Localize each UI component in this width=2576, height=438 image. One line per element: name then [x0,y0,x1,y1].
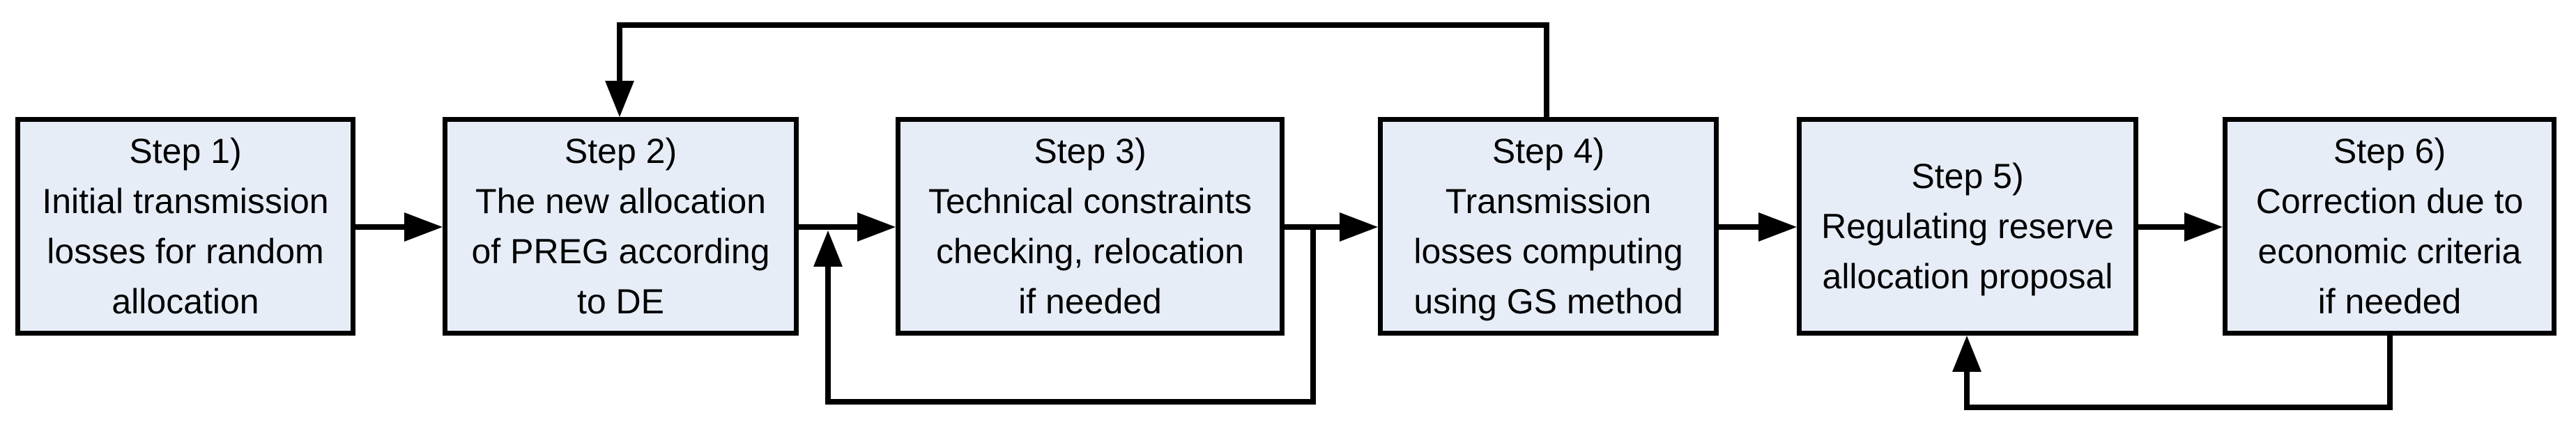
step-4-box: Step 4) Transmission losses computing us… [1378,117,1719,336]
arrowhead-up-icon [1952,336,1981,372]
feedback-line-horizontal-top [617,22,1549,28]
step-4-text-line: using GS method [1413,282,1683,321]
feedback-line-vertical-rise [825,263,831,402]
step-5-text-line: allocation proposal [1822,257,2113,296]
step-3-text-line: checking, relocation [936,232,1244,271]
feedback-line-vertical-rise [1964,369,1970,410]
arrowhead-right-icon [2184,212,2223,242]
step-2-box: Step 2) The new allocation of PREG accor… [443,117,799,336]
step-1-title: Step 1) [129,132,242,171]
step-4-text-line: losses computing [1413,232,1683,271]
arrow-line [355,224,408,230]
feedback-line-vertical-left [617,22,622,84]
step-6-text-line: economic criteria [2257,232,2522,271]
step-5-title: Step 5) [1911,157,2024,196]
arrowhead-right-icon [1758,212,1797,242]
step-2-text-line: The new allocation [475,182,766,221]
step-5-text-line: Regulating reserve [1821,207,2114,246]
step-6-text-line: if needed [2317,282,2462,321]
feedback-line-vertical-drop [2387,336,2393,410]
arrow-line [2138,224,2186,230]
feedback-line-vertical-right [1544,22,1549,117]
step-2-text-line: to DE [576,282,665,321]
step-6-text-line: Correction due to [2255,182,2524,221]
step-1-text-line: Initial transmission [42,182,329,221]
arrowhead-right-icon [1340,212,1378,242]
step-1-text-line: losses for random [47,232,324,271]
step-3-text-line: Technical constraints [928,182,1252,221]
arrowhead-up-icon [813,230,843,267]
step-3-box: Step 3) Technical constraints checking, … [896,117,1285,336]
feedback-line-horizontal-bottom [825,399,1316,405]
step-5-box: Step 5) Regulating reserve allocation pr… [1797,117,2138,336]
arrowhead-right-icon [404,212,443,242]
step-2-title: Step 2) [564,132,677,171]
arrow-line [799,224,860,230]
step-6-box: Step 6) Correction due to economic crite… [2223,117,2556,336]
step-1-box: Step 1) Initial transmission losses for … [15,117,355,336]
feedback-line-horizontal-bottom [1964,405,2393,410]
arrowhead-down-icon [605,81,634,117]
step-1-text-line: allocation [112,282,259,321]
arrow-line [1719,224,1761,230]
step-3-title: Step 3) [1034,132,1147,171]
step-4-text-line: Transmission [1445,182,1652,221]
step-3-text-line: if needed [1018,282,1162,321]
step-4-title: Step 4) [1492,132,1605,171]
step-2-text-line: of PREG according [471,232,770,271]
arrowhead-right-icon [857,212,896,242]
step-6-title: Step 6) [2333,132,2446,171]
feedback-line-vertical-drop [1310,227,1316,405]
